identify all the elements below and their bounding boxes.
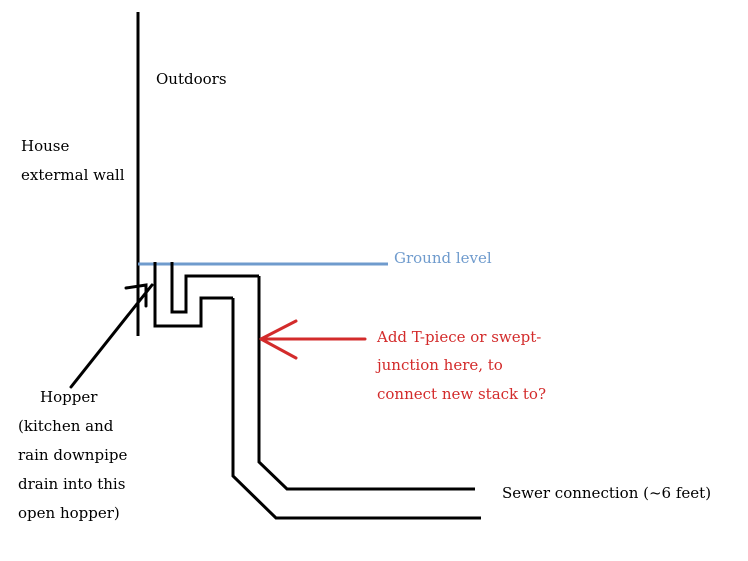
hopper-label-line2: (kitchen and (18, 417, 114, 435)
hopper-shape (153, 262, 259, 328)
junction-note-line1: Add T-piece or swept- (376, 328, 541, 346)
house-wall-label-line2: extermal wall (21, 166, 125, 184)
hopper-label-line5: open hopper) (18, 504, 120, 522)
outdoors-label: Outdoors (156, 70, 227, 88)
house-wall-label-line1: House (21, 137, 69, 155)
junction-note-line2: junction here, to (375, 356, 503, 374)
hopper-label-line4: drain into this (18, 475, 125, 493)
drain-pipe (231, 276, 481, 520)
ground-level-label: Ground level (394, 249, 492, 267)
junction-note-line3: connect new stack to? (377, 385, 546, 403)
hopper-pointer-arrow (69, 283, 154, 389)
hopper-label-line3: rain downpipe (18, 446, 127, 464)
sewer-connection-label: Sewer connection (~6 feet) (502, 484, 711, 502)
hopper-label-line1: Hopper (40, 388, 98, 406)
junction-arrow (259, 319, 367, 360)
